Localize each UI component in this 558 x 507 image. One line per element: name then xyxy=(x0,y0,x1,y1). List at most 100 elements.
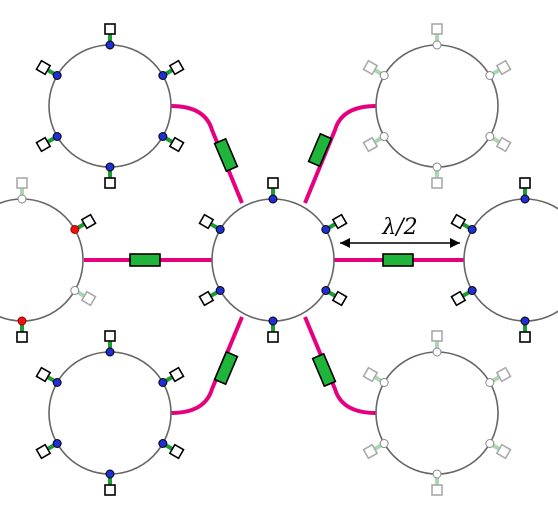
terminal-box xyxy=(267,177,279,189)
terminal-box xyxy=(267,331,279,343)
node-dot xyxy=(432,40,442,50)
half-wavelength-label: λ/2 xyxy=(381,215,417,240)
node-dot xyxy=(485,378,495,387)
ring-circle xyxy=(375,44,499,168)
half-wavelength-arrow xyxy=(340,238,460,248)
ring-bottom-left xyxy=(35,330,185,496)
waveguide-6 xyxy=(303,316,377,415)
node-dot xyxy=(268,316,278,326)
node-dot xyxy=(17,316,27,326)
terminal-box xyxy=(362,443,379,460)
node-dot xyxy=(467,286,477,295)
coupler-block-3 xyxy=(213,137,239,173)
node-dot xyxy=(467,225,477,234)
ring-right xyxy=(450,177,558,343)
ring-circle xyxy=(463,198,558,322)
coupler-block-6 xyxy=(311,352,337,388)
coupler-block-5 xyxy=(307,132,333,168)
node-dot xyxy=(52,71,62,80)
terminal-box xyxy=(16,177,28,189)
ring-circle xyxy=(211,198,335,322)
terminal-box xyxy=(431,23,443,35)
ring-circle xyxy=(48,44,172,168)
coupler-block-1 xyxy=(129,253,161,267)
node-dot xyxy=(52,132,62,141)
terminal-box xyxy=(35,443,52,460)
rings xyxy=(0,23,558,496)
terminal-box xyxy=(35,59,52,76)
node-dot xyxy=(70,225,80,234)
terminal-box xyxy=(519,331,531,343)
terminal-box xyxy=(495,136,512,153)
node-dot xyxy=(268,194,278,204)
node-dot xyxy=(52,439,62,448)
terminal-box xyxy=(519,177,531,189)
node-dot xyxy=(158,439,168,448)
terminal-box xyxy=(168,59,185,76)
ring-top-left xyxy=(35,23,185,189)
terminal-box xyxy=(431,330,443,342)
node-dot xyxy=(158,132,168,141)
node-dot xyxy=(379,71,389,80)
terminal-box xyxy=(431,177,443,189)
node-dot xyxy=(485,132,495,141)
terminal-box xyxy=(35,136,52,153)
node-dot xyxy=(379,132,389,141)
terminal-box xyxy=(35,366,52,383)
node-dot xyxy=(70,286,80,295)
terminal-box xyxy=(450,213,467,230)
ring-top-right xyxy=(362,23,512,189)
node-dot xyxy=(321,225,331,234)
waveguide-4 xyxy=(170,316,244,415)
node-dot xyxy=(432,469,442,479)
node-dot xyxy=(379,378,389,387)
terminal-box xyxy=(16,331,28,343)
terminal-box xyxy=(362,136,379,153)
terminal-box xyxy=(168,136,185,153)
node-dot xyxy=(321,286,331,295)
node-dot xyxy=(105,347,115,357)
node-dot xyxy=(485,71,495,80)
arrow-head-left xyxy=(340,238,350,248)
ring-circle xyxy=(0,198,84,322)
ring-left xyxy=(0,177,97,343)
terminal-box xyxy=(495,366,512,383)
ring-circle xyxy=(375,351,499,475)
terminal-box xyxy=(104,330,116,342)
terminal-box xyxy=(80,213,97,230)
terminal-box xyxy=(362,366,379,383)
waveguides xyxy=(84,104,464,415)
node-dot xyxy=(158,378,168,387)
node-dot xyxy=(520,194,530,204)
terminal-box xyxy=(331,290,348,307)
terminal-box xyxy=(104,177,116,189)
node-dot xyxy=(520,316,530,326)
waveguide-5 xyxy=(303,104,377,204)
node-dot xyxy=(485,439,495,448)
node-dot xyxy=(215,225,225,234)
node-dot xyxy=(17,194,27,204)
terminal-box xyxy=(80,290,97,307)
terminal-box xyxy=(198,290,215,307)
node-dot xyxy=(105,469,115,479)
terminal-box xyxy=(495,443,512,460)
terminal-box xyxy=(495,59,512,76)
node-dot xyxy=(215,286,225,295)
ring-center xyxy=(198,177,348,343)
terminal-box xyxy=(362,59,379,76)
terminal-box xyxy=(168,443,185,460)
terminal-box xyxy=(104,484,116,496)
node-dot xyxy=(105,162,115,172)
node-dot xyxy=(432,162,442,172)
node-dot xyxy=(158,71,168,80)
node-dot xyxy=(105,40,115,50)
arrow-head-right xyxy=(450,238,460,248)
terminal-box xyxy=(431,484,443,496)
ring-circle xyxy=(48,351,172,475)
terminal-box xyxy=(450,290,467,307)
terminal-box xyxy=(104,23,116,35)
terminal-box xyxy=(331,213,348,230)
node-dot xyxy=(379,439,389,448)
coupler-block-4 xyxy=(213,350,239,386)
